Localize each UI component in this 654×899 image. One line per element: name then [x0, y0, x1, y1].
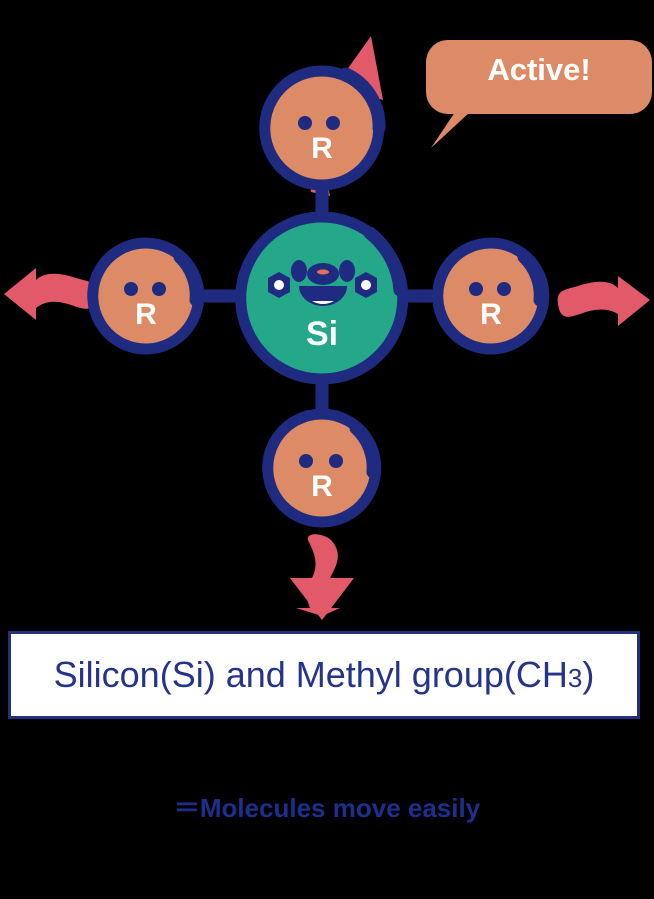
- eye-right: [329, 454, 343, 468]
- speech-bubble: [426, 40, 652, 148]
- arrow-down: [290, 534, 354, 620]
- r-node-bottom: [262, 408, 382, 528]
- eye-right: [339, 260, 355, 282]
- title-box-label-tail: ): [582, 654, 595, 695]
- speech-bubble-label: Active!: [487, 52, 591, 87]
- r-node-right-label: R: [480, 298, 502, 331]
- title-box: Silicon(Si) and Methyl group(CH3): [8, 631, 640, 719]
- title-box-label-main: Silicon(Si) and Methyl group(CH: [53, 654, 568, 695]
- eye-left: [469, 282, 483, 296]
- eye-left: [124, 282, 138, 296]
- eye-right: [326, 116, 340, 130]
- r-node-bottom-label: R: [311, 470, 333, 503]
- arrow-right: [557, 276, 650, 326]
- title-box-label: Silicon(Si) and Methyl group(CH3): [54, 654, 595, 696]
- eye-left: [299, 454, 313, 468]
- r-node-top: [259, 65, 386, 191]
- mouth: [299, 286, 347, 306]
- eye-right: [497, 282, 511, 296]
- r-node-left: [87, 237, 205, 355]
- cheek-left-hexagon: [268, 272, 290, 298]
- cheek-right-hexagon: [355, 272, 377, 298]
- eye-left: [291, 260, 307, 282]
- si-node-center: [235, 211, 409, 385]
- title-box-label-subscript: 3: [567, 663, 583, 693]
- eye-right: [152, 282, 166, 296]
- r-node-right: [432, 237, 550, 355]
- si-node-label: Si: [305, 315, 339, 353]
- eye-left: [298, 116, 312, 130]
- nose: [307, 263, 339, 285]
- bottom-caption: ＝Molecules move easily: [173, 793, 481, 823]
- arrow-left: [4, 268, 97, 320]
- r-node-top-label: R: [311, 132, 333, 165]
- r-node-left-label: R: [135, 298, 157, 331]
